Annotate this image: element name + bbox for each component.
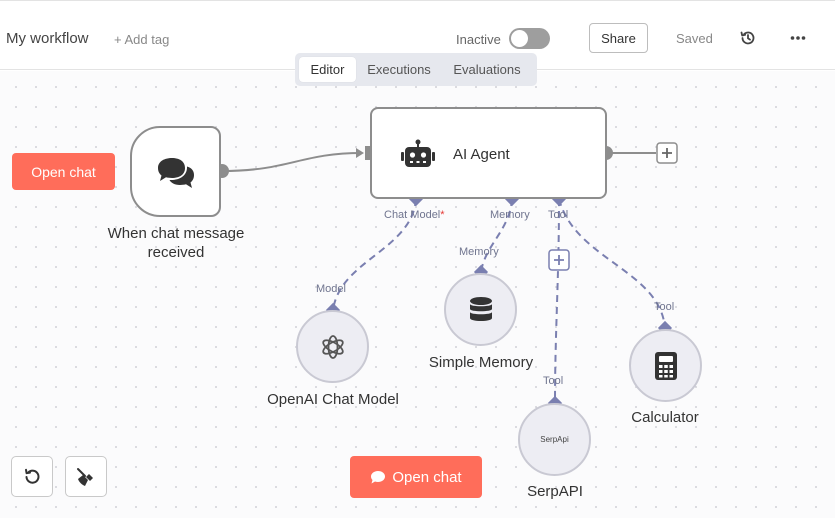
memory-port-label: Memory: [490, 209, 530, 221]
chat-model-port-label: Chat Model*: [384, 209, 445, 221]
undo-icon: [25, 468, 40, 484]
serpapi-tool-input-label: Tool: [543, 375, 564, 387]
view-tabs: Editor Executions Evaluations: [295, 53, 537, 86]
tab-evaluations[interactable]: Evaluations: [453, 62, 521, 77]
memory-connection[interactable]: [480, 198, 513, 273]
tool-port-label: Tool: [548, 209, 569, 221]
ai-agent-node[interactable]: AI Agent: [370, 107, 607, 199]
simple-memory-node[interactable]: [444, 273, 517, 346]
more-options-icon[interactable]: [789, 29, 807, 47]
agent-input-port[interactable]: [365, 146, 372, 160]
active-toggle[interactable]: [509, 28, 550, 49]
model-connection[interactable]: [332, 198, 417, 311]
saved-status: Saved: [676, 31, 713, 46]
tab-executions[interactable]: Executions: [367, 62, 431, 77]
tab-editor[interactable]: Editor: [299, 57, 356, 82]
undo-button[interactable]: [11, 456, 53, 497]
serpapi-logo: SerpApi: [540, 435, 569, 444]
open-chat-trigger-button[interactable]: Open chat: [12, 153, 115, 190]
toggle-knob: [511, 30, 528, 47]
calculator-label: Calculator: [631, 409, 699, 426]
serpapi-connection[interactable]: [554, 198, 560, 404]
robot-icon: [401, 139, 435, 167]
open-chat-button[interactable]: Open chat: [350, 456, 482, 498]
serpapi-label: SerpAPI: [527, 483, 583, 500]
memory-input-label: Memory: [459, 246, 499, 258]
clear-execution-button[interactable]: [65, 456, 107, 497]
add-tag-button[interactable]: + Add tag: [114, 32, 170, 47]
calculator-connection[interactable]: [558, 198, 666, 329]
chat-bubbles-icon: [158, 158, 194, 188]
openai-chat-model-label: OpenAI Chat Model: [267, 391, 399, 408]
workflow-name[interactable]: My workflow: [6, 30, 89, 47]
chat-bubble-icon: [371, 470, 386, 483]
calculator-node[interactable]: [629, 329, 702, 402]
chat-trigger-label-line1: When chat message: [107, 225, 245, 242]
agent-input-arrow: [356, 148, 364, 158]
chat-trigger-node[interactable]: [130, 126, 221, 217]
calculator-icon: [654, 351, 677, 380]
openai-chat-model-node[interactable]: [296, 310, 369, 383]
serpapi-node[interactable]: SerpApi: [518, 403, 591, 476]
add-tool-button[interactable]: [548, 249, 570, 271]
active-status-label: Inactive: [456, 32, 501, 47]
chat-trigger-label-line2: received: [147, 244, 205, 261]
openai-icon: [321, 334, 344, 359]
chat-trigger-label: When chat message received: [96, 224, 256, 262]
open-chat-button-label: Open chat: [392, 468, 462, 486]
model-input-label: Model: [316, 283, 346, 295]
add-node-after-agent-button[interactable]: [656, 142, 678, 164]
trigger-to-agent-connection[interactable]: [221, 152, 363, 172]
share-button[interactable]: Share: [589, 23, 648, 53]
calculator-tool-input-label: Tool: [654, 301, 675, 313]
history-icon[interactable]: [739, 29, 757, 47]
ai-agent-label: AI Agent: [453, 146, 510, 163]
simple-memory-label: Simple Memory: [428, 354, 534, 371]
database-icon: [469, 296, 492, 321]
broom-icon: [77, 467, 93, 486]
